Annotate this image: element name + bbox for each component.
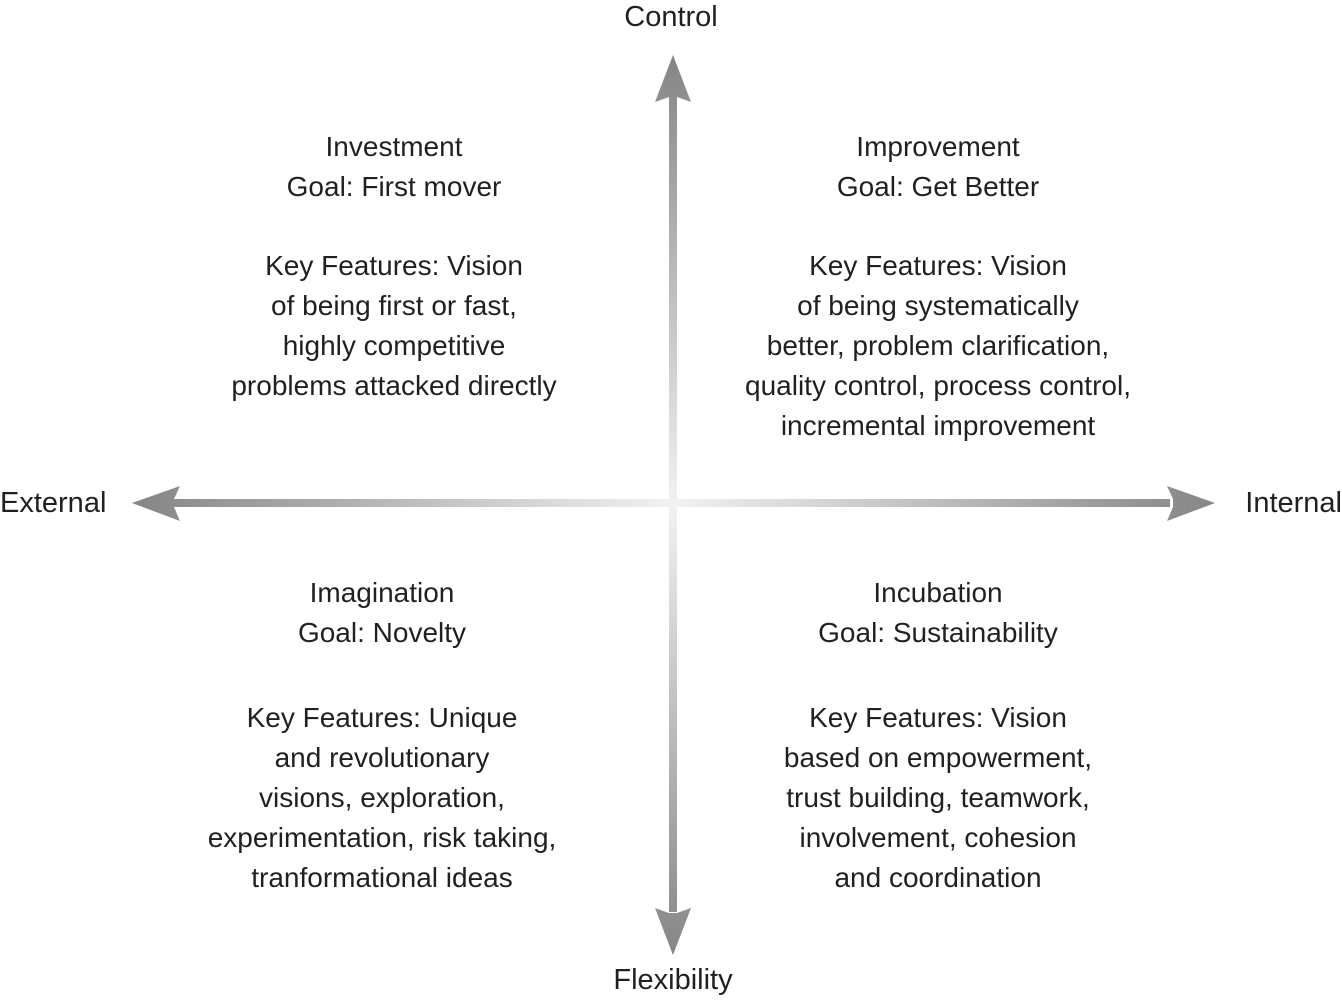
feature-line: better, problem clarification, <box>766 330 1110 361</box>
feature-line: Key Features: Vision <box>809 702 1067 733</box>
feature-line: highly competitive <box>282 330 506 361</box>
feature-line: quality control, process control, <box>745 370 1131 401</box>
feature-line: trust building, teamwork, <box>786 782 1090 813</box>
arrow-head-right <box>1167 486 1215 521</box>
quadrant-title: Improvement <box>856 131 1020 162</box>
feature-line: Key Features: Vision <box>265 250 523 281</box>
quadrant-investment: Investment Goal: First mover Key Feature… <box>144 127 644 406</box>
feature-line: involvement, cohesion <box>799 822 1077 853</box>
quadrant-goal: Goal: First mover <box>286 171 502 202</box>
feature-line: experimentation, risk taking, <box>207 822 557 853</box>
arrow-head-down <box>655 908 691 955</box>
feature-line: of being systematically <box>797 290 1079 321</box>
feature-line: based on empowerment, <box>783 742 1093 773</box>
axis-label-external: External <box>0 487 107 519</box>
horizontal-axis-arrow <box>132 486 1215 521</box>
arrow-head-left <box>132 486 180 521</box>
quadrant-imagination: Imagination Goal: Novelty Key Features: … <box>132 573 632 898</box>
feature-line: of being first or fast, <box>271 290 517 321</box>
quadrant-title: Incubation <box>873 577 1003 608</box>
feature-line: Key Features: Vision <box>809 250 1067 281</box>
quadrant-goal: Goal: Get Better <box>836 171 1040 202</box>
feature-line: and revolutionary <box>274 742 490 773</box>
feature-line: incremental improvement <box>780 410 1096 441</box>
feature-line: visions, exploration, <box>259 782 505 813</box>
feature-line: Key Features: Unique <box>246 702 518 733</box>
quadrant-incubation: Incubation Goal: Sustainability Key Feat… <box>688 573 1188 898</box>
arrow-head-up <box>655 55 691 102</box>
feature-line: problems attacked directly <box>231 370 557 401</box>
axis-label-control: Control <box>624 1 718 33</box>
quadrant-improvement: Improvement Goal: Get Better Key Feature… <box>688 127 1188 446</box>
feature-line: tranformational ideas <box>251 862 513 893</box>
quadrant-goal: Goal: Sustainability <box>818 617 1058 648</box>
horizontal-axis-shaft <box>173 499 1170 507</box>
axis-label-flexibility: Flexibility <box>613 964 733 996</box>
feature-line: and coordination <box>834 862 1042 893</box>
quadrant-title: Imagination <box>309 577 455 608</box>
quadrant-title: Investment <box>325 131 463 162</box>
quadrant-goal: Goal: Novelty <box>297 617 467 648</box>
axis-label-internal: Internal <box>1245 487 1342 519</box>
